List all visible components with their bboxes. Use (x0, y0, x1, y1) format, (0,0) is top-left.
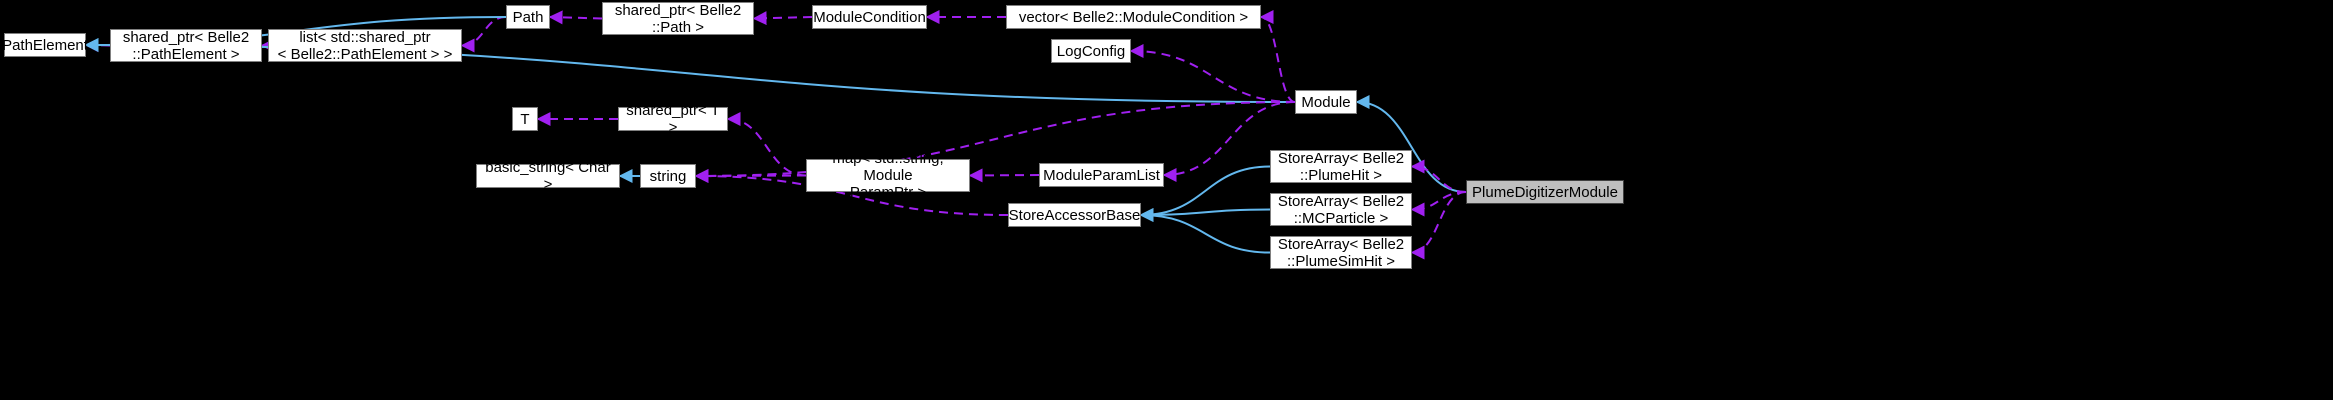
edge-module-to-string (694, 101, 1296, 183)
edge-module-to-vec_modcond (1259, 10, 1296, 103)
edge-sa_plumesimhit-to-storeaccessorbase (1139, 208, 1271, 254)
graph-node-basic_string[interactable]: basic_string< Char > (476, 159, 620, 193)
graph-node-sp_t[interactable]: shared_ptr< T > (618, 102, 728, 136)
edge-plumedigitizer-to-sa_plumesimhit (1410, 191, 1467, 260)
graph-node-sa_plumesimhit[interactable]: StoreArray< Belle2 ::PlumeSimHit > (1270, 236, 1412, 270)
graph-node-map_modparam[interactable]: map< std::string, Module ParamPtr > (806, 150, 970, 201)
graph-node-path[interactable]: Path (506, 5, 550, 29)
graph-node-sa_mcparticle[interactable]: StoreArray< Belle2 ::MCParticle > (1270, 193, 1412, 227)
edge-plumedigitizer-to-sa_mcparticle (1410, 191, 1467, 217)
edge-sp_path-to-path (548, 10, 603, 25)
graph-node-plumedigitizer[interactable]: PlumeDigitizerModule (1466, 180, 1624, 204)
edge-moduleparamlist-to-map_modparam (968, 168, 1040, 183)
graph-node-vec_modcond[interactable]: vector< Belle2::ModuleCondition > (1006, 5, 1261, 29)
graph-node-sp_pathelement[interactable]: shared_ptr< Belle2 ::PathElement > (110, 29, 262, 63)
edge-modulecondition-to-sp_path (752, 11, 813, 26)
graph-node-module[interactable]: Module (1295, 90, 1357, 114)
edge-map_modparam-to-sp_t (726, 112, 807, 177)
graph-node-moduleparamlist[interactable]: ModuleParamList (1039, 163, 1164, 187)
edge-path-to-list_sp_pe (460, 16, 507, 53)
edge-sp_pathelement-to-pathelement (84, 38, 111, 53)
graph-node-list_sp_pe[interactable]: list< std::shared_ptr < Belle2::PathElem… (268, 29, 462, 63)
graph-node-string[interactable]: string (640, 164, 696, 188)
graph-node-logconfig[interactable]: LogConfig (1051, 39, 1131, 63)
edge-sa_mcparticle-to-storeaccessorbase (1139, 207, 1271, 222)
edge-plumedigitizer-to-sa_plumehit (1410, 159, 1467, 193)
graph-node-storeaccessorbase[interactable]: StoreAccessorBase (1008, 203, 1141, 227)
graph-node-t[interactable]: T (512, 107, 538, 131)
graph-node-modulecondition[interactable]: ModuleCondition (812, 5, 927, 29)
edge-module-to-logconfig (1129, 44, 1296, 103)
edge-map_modparam-to-string (694, 168, 807, 183)
graph-node-pathelement[interactable]: PathElement (2, 33, 88, 57)
graph-node-sa_plumehit[interactable]: StoreArray< Belle2 ::PlumeHit > (1270, 150, 1412, 184)
graph-node-sp_path[interactable]: shared_ptr< Belle2 ::Path > (602, 2, 754, 36)
